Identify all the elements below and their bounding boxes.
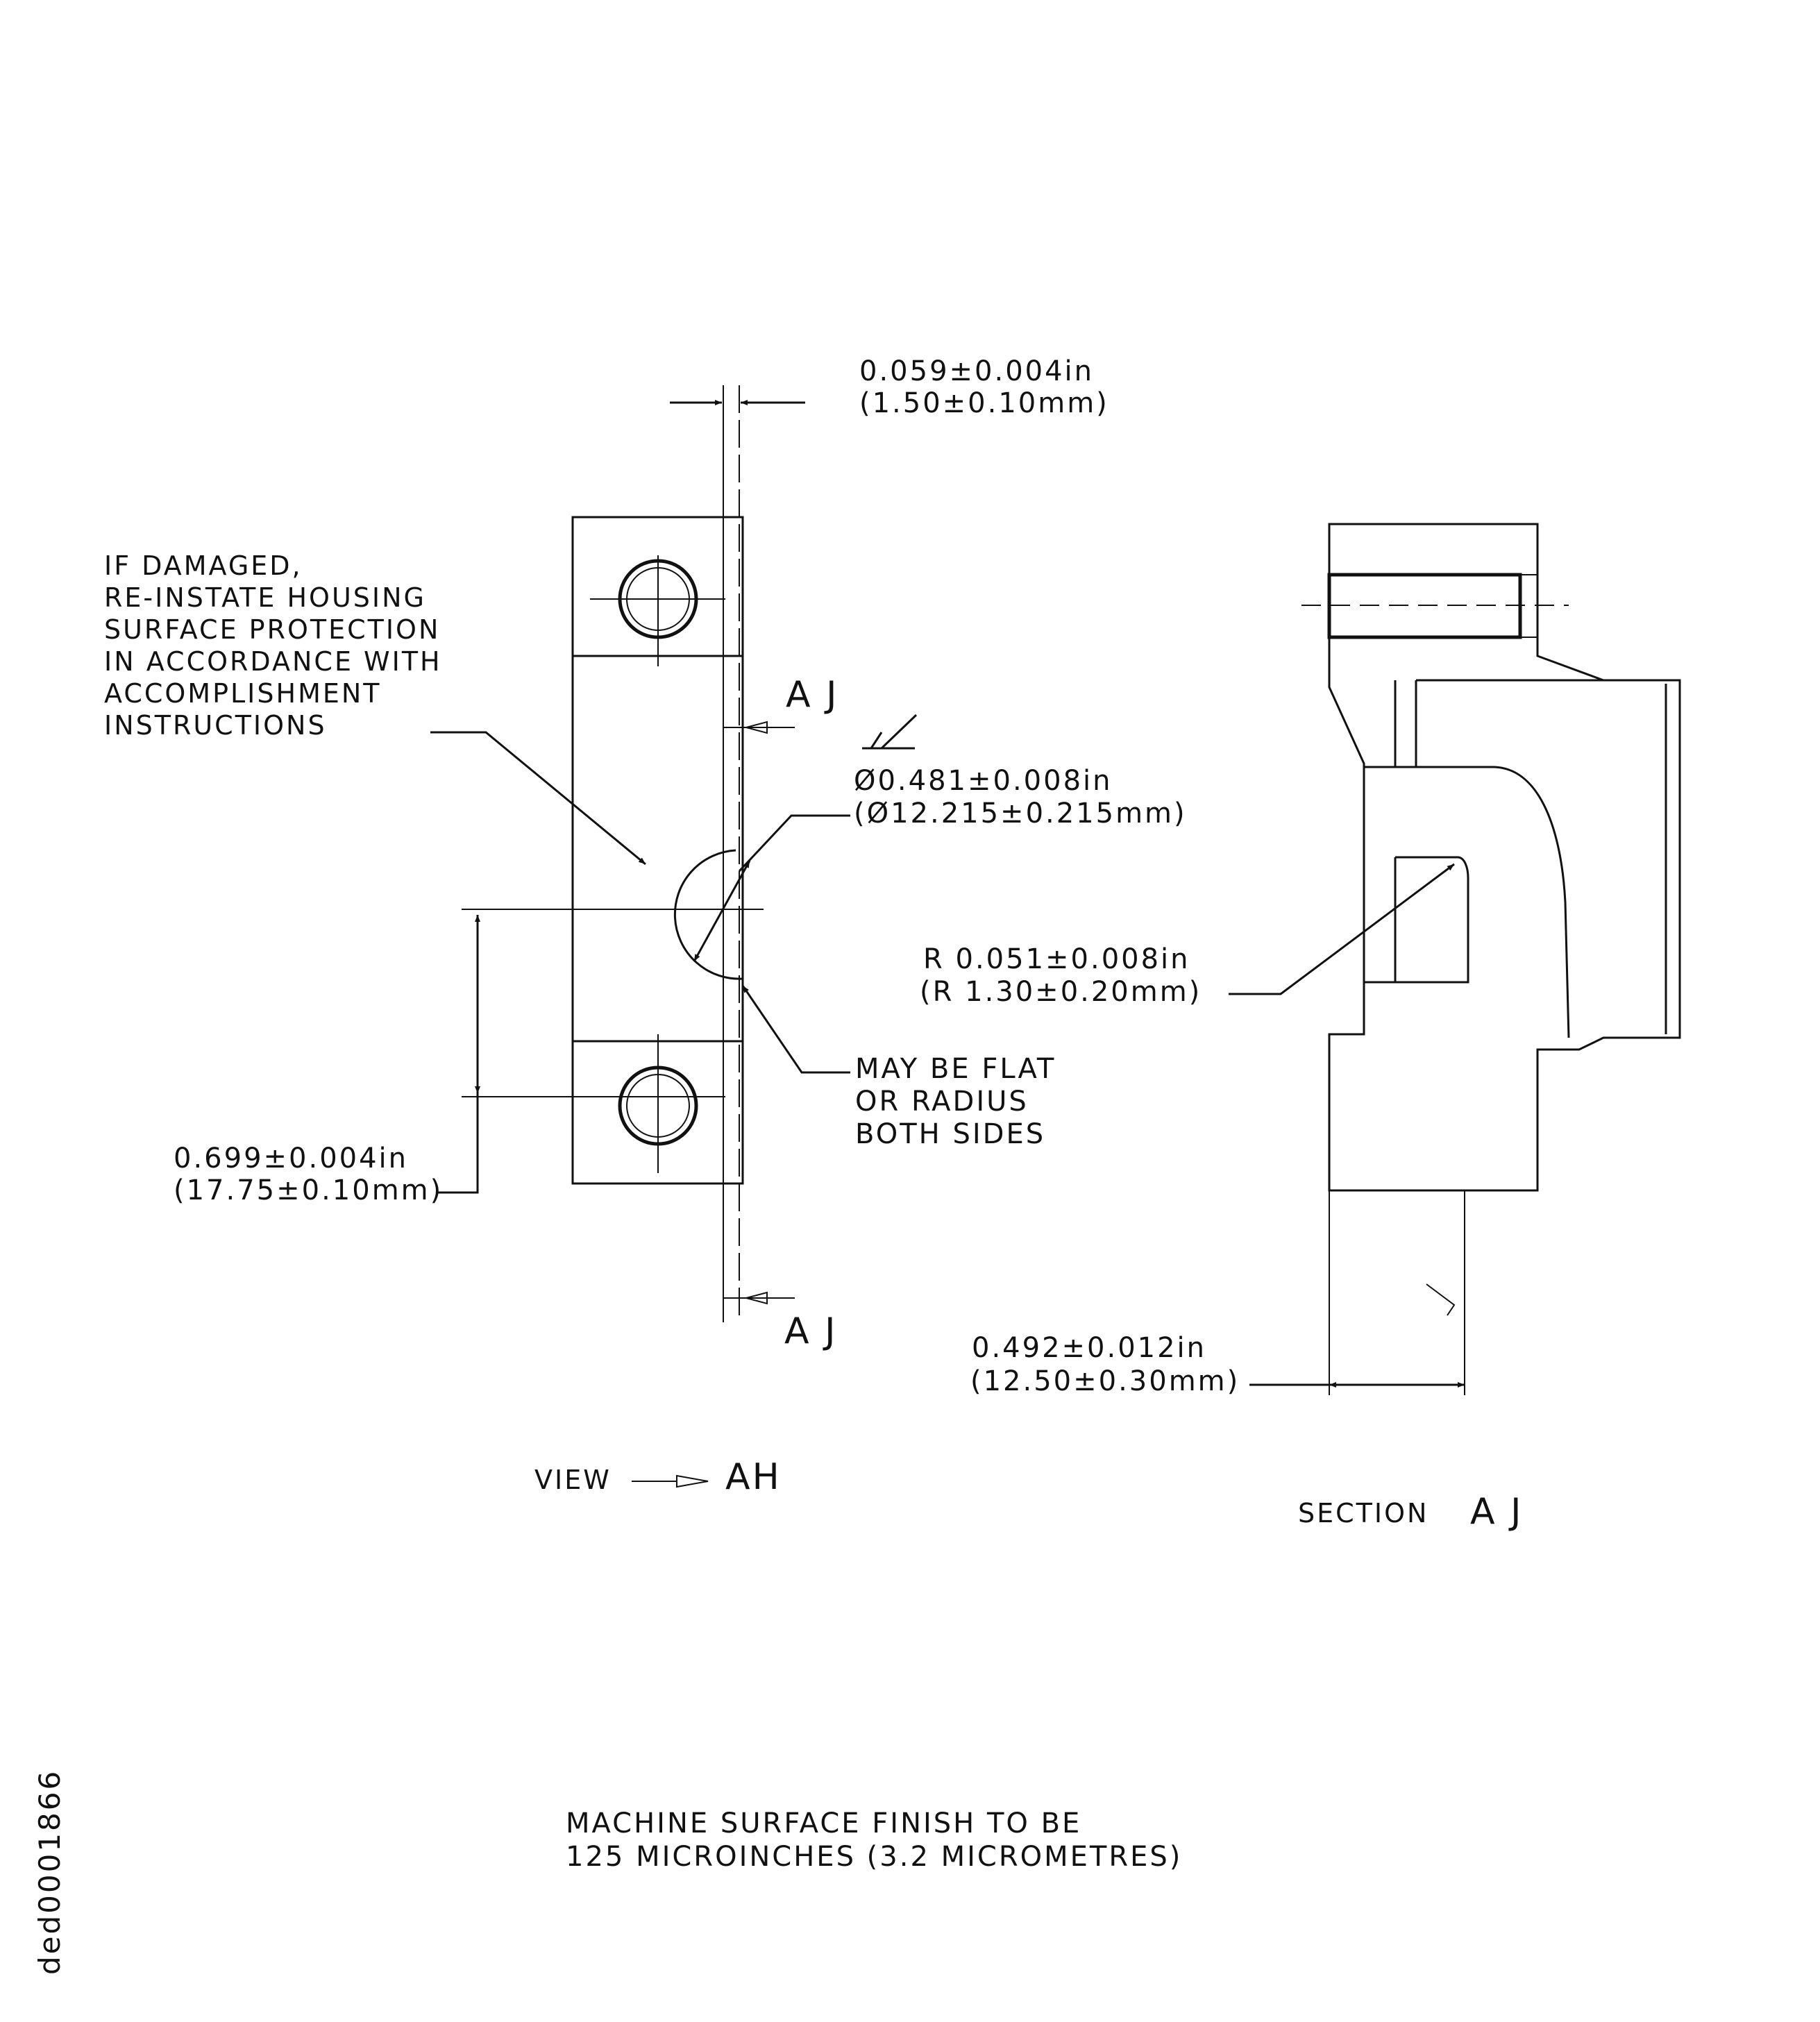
damage-note-line-5: ACCOMPLISHMENT xyxy=(104,678,382,709)
view-arrow-icon xyxy=(676,1474,709,1488)
top-dim-inch: 0.059±0.004in xyxy=(859,355,1094,387)
width-finish-tick xyxy=(1426,1283,1456,1316)
flat-note-line-3: BOTH SIDES xyxy=(855,1118,1045,1150)
top-dim-metric: (1.50±0.10mm) xyxy=(859,387,1109,419)
diameter-dim-metric: (Ø12.215±0.215mm) xyxy=(854,798,1187,829)
diameter-arrow xyxy=(693,860,751,962)
flat-note-line-1: MAY BE FLAT xyxy=(855,1053,1056,1085)
housing-outline xyxy=(571,516,744,1185)
diameter-leader xyxy=(738,814,850,873)
section-cut-label-bottom: A J xyxy=(784,1311,837,1352)
view-label-prefix: VIEW xyxy=(534,1465,612,1495)
spacing-dim-metric: (17.75±0.10mm) xyxy=(174,1174,443,1206)
section-label-prefix: SECTION xyxy=(1298,1498,1429,1528)
radius-leader xyxy=(1229,863,1455,995)
section-cut-label-top: A J xyxy=(786,674,839,716)
surface-finish-symbol-icon xyxy=(862,714,918,750)
width-dim-inch: 0.492±0.012in xyxy=(972,1332,1206,1364)
section-label-id: A J xyxy=(1470,1491,1523,1533)
spacing-dim-leader xyxy=(437,1093,479,1194)
view-label-id: AH xyxy=(725,1456,782,1498)
radius-dim-metric: (R 1.30±0.20mm) xyxy=(920,976,1202,1008)
semicircular-cutout xyxy=(673,849,743,980)
finish-note-line-1: MACHINE SURFACE FINISH TO BE xyxy=(566,1808,1081,1839)
damage-note-line-1: IF DAMAGED, xyxy=(104,550,303,581)
section-arrow-top-icon xyxy=(743,721,768,734)
flat-note-leader xyxy=(741,985,850,1074)
section-aj-part xyxy=(1301,523,1681,1395)
section-arrow-bottom-icon xyxy=(743,1291,768,1305)
radius-dim-inch: R 0.051±0.008in xyxy=(923,943,1190,975)
damage-note-line-3: SURFACE PROTECTION xyxy=(104,614,440,645)
spacing-dim-inch: 0.699±0.004in xyxy=(174,1143,408,1174)
damage-note-leader xyxy=(430,731,646,866)
drawing-id: ded0001866 xyxy=(33,1769,67,1975)
bend-outer xyxy=(1364,766,1570,1038)
flat-note-line-2: OR RADIUS xyxy=(855,1086,1029,1118)
bend-inner xyxy=(1364,856,1469,984)
damage-note-line-2: RE-INSTATE HOUSING xyxy=(104,582,426,613)
section-outline xyxy=(1328,523,1681,1192)
view-ah-part xyxy=(462,385,795,1322)
damage-note-line-6: INSTRUCTIONS xyxy=(104,710,327,741)
diameter-dim-inch: Ø0.481±0.008in xyxy=(854,765,1113,797)
width-dim-metric: (12.50±0.30mm) xyxy=(970,1365,1240,1397)
damage-note-line-4: IN ACCORDANCE WITH xyxy=(104,646,442,677)
finish-note-line-2: 125 MICROINCHES (3.2 MICROMETRES) xyxy=(566,1841,1182,1873)
